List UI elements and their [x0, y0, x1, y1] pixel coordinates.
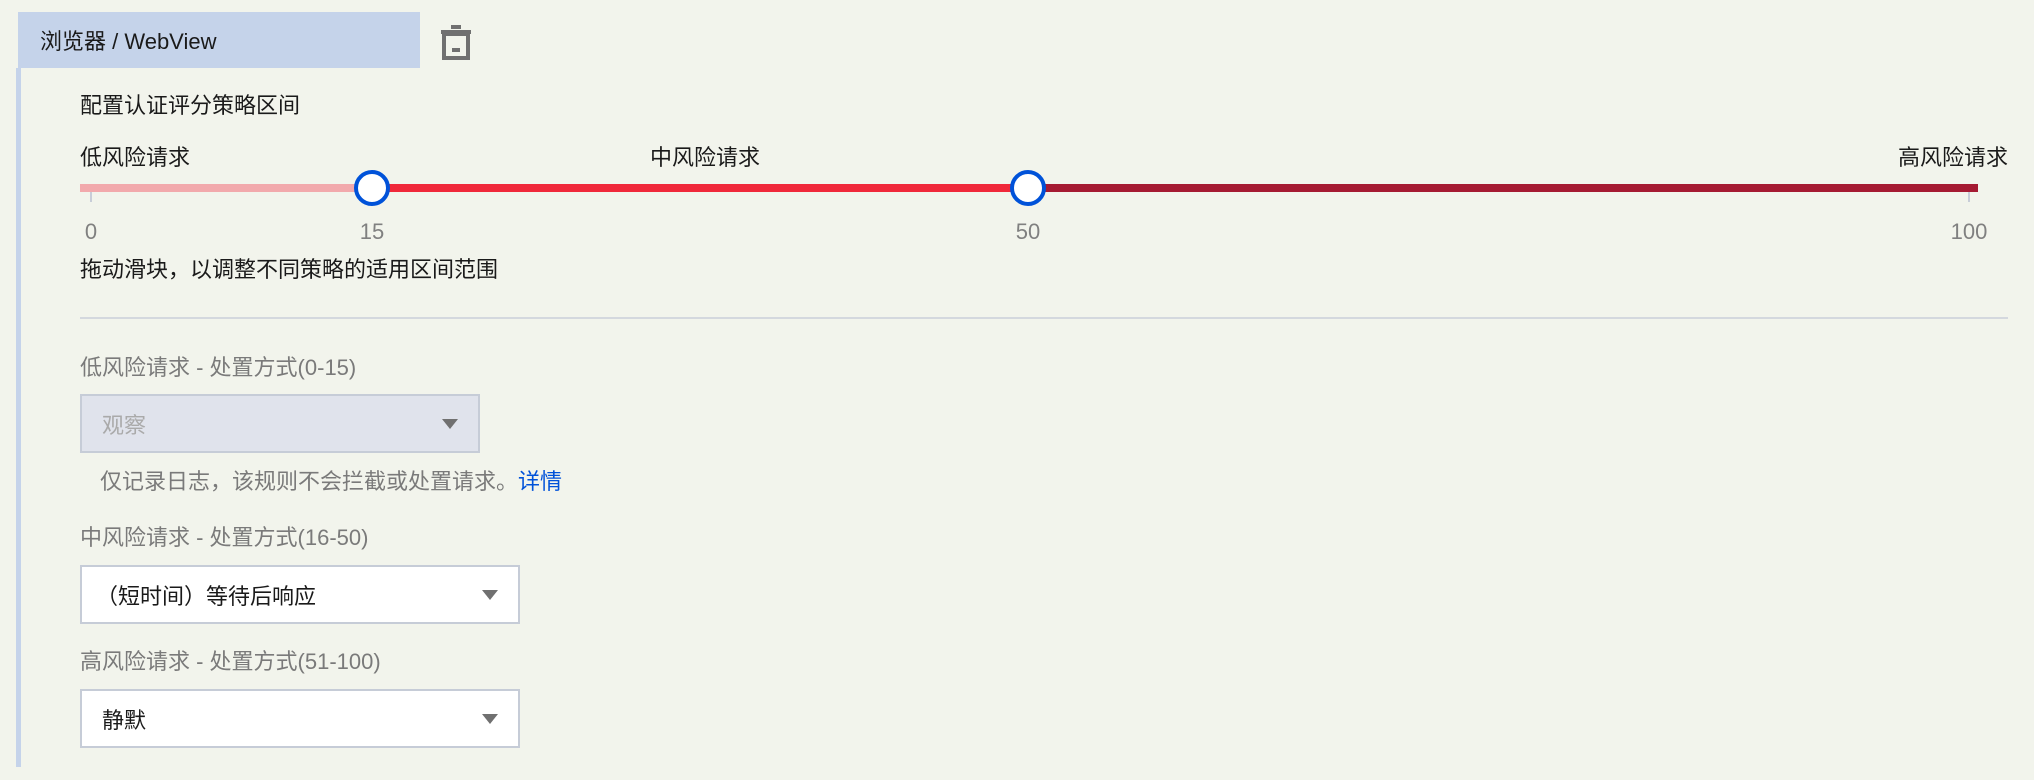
chevron-down-icon [442, 418, 458, 429]
range-label-mid: 中风险请求 [650, 145, 761, 170]
tick-100 [1968, 192, 1970, 202]
chevron-down-icon [482, 589, 498, 600]
chevron-down-icon [482, 713, 498, 724]
tick-label-0: 0 [84, 219, 98, 244]
range-label-low: 低风险请求 [80, 145, 191, 170]
low-risk-action-select[interactable]: 观察 [80, 394, 480, 453]
high-risk-action-select[interactable]: 静默 [80, 689, 520, 748]
divider [80, 317, 2008, 319]
section-left-border [16, 68, 21, 767]
low-risk-help: 仅记录日志，该规则不会拦截或处置请求。详情 [100, 468, 562, 496]
mid-risk-action-select[interactable]: （短时间）等待后响应 [80, 565, 520, 624]
track-low-segment[interactable] [80, 184, 372, 192]
section-title: 配置认证评分策略区间 [80, 93, 301, 118]
range-label-high: 高风险请求 [1897, 145, 2008, 170]
high-risk-action-value: 静默 [102, 707, 147, 733]
tick-label-100: 100 [1950, 219, 1988, 244]
details-link[interactable]: 详情 [518, 469, 563, 494]
tick-0 [90, 192, 92, 202]
high-risk-action-label: 高风险请求 - 处置方式(51-100) [80, 649, 381, 674]
low-risk-help-text: 仅记录日志，该规则不会拦截或处置请求。 [100, 469, 519, 494]
slider-thumb-50[interactable] [1010, 170, 1046, 206]
slider-thumb-15[interactable] [354, 170, 390, 206]
section-header-title: 浏览器 / WebView [40, 29, 217, 54]
mid-risk-action-label: 中风险请求 - 处置方式(16-50) [80, 525, 369, 550]
tick-label-15: 15 [359, 219, 385, 244]
trash-icon [441, 25, 471, 60]
track-high-segment[interactable] [1028, 184, 1978, 192]
delete-button[interactable] [436, 22, 476, 62]
track-mid-segment[interactable] [372, 184, 1028, 192]
section-header-tab: 浏览器 / WebView [18, 12, 420, 68]
tick-label-50: 50 [1015, 219, 1041, 244]
slider-hint: 拖动滑块，以调整不同策略的适用区间范围 [80, 257, 499, 282]
low-risk-action-value: 观察 [102, 412, 147, 438]
low-risk-action-label: 低风险请求 - 处置方式(0-15) [80, 355, 357, 380]
mid-risk-action-value: （短时间）等待后响应 [96, 583, 317, 609]
